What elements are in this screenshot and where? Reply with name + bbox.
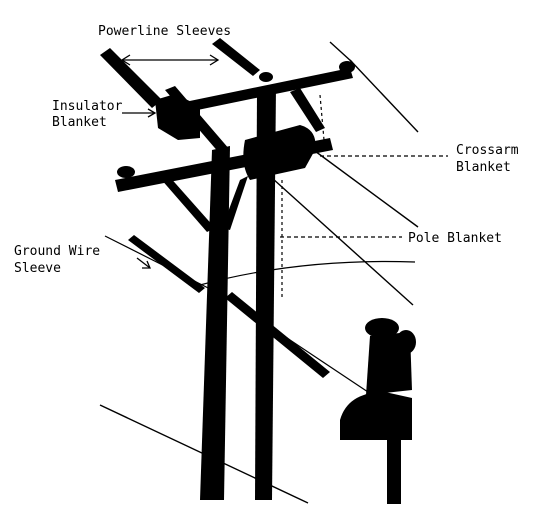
label-crossarm-blanket-line2: Blanket <box>456 160 511 175</box>
insulator-blanket <box>155 94 200 140</box>
ground-wire-sleeve <box>128 235 205 293</box>
bucket <box>340 392 412 440</box>
ground-wire-sleeve-arrow <box>136 257 151 269</box>
label-ground-wire-sleeve-line2: Sleeve <box>14 261 61 276</box>
wire-top-right-1 <box>349 59 419 133</box>
wire-sagging-span <box>199 260 416 286</box>
label-insulator-blanket-line1: Insulator <box>52 99 123 114</box>
lower-brace-left <box>160 175 215 232</box>
pole-left <box>200 146 230 500</box>
pole-blanket-ties <box>281 94 325 300</box>
leader-lines <box>120 54 448 269</box>
wire-pole-to-right <box>271 177 414 306</box>
insulator-lower-left <box>117 166 135 178</box>
lineman-bucket <box>340 318 416 504</box>
label-crossarm-blanket-line1: Crossarm <box>456 143 519 158</box>
label-ground-wire-sleeve-line1: Ground Wire <box>14 244 101 259</box>
powerline-sleeve-right <box>212 38 260 76</box>
label-pole-blanket: Pole Blanket <box>408 231 502 246</box>
poles <box>200 86 276 500</box>
pole-right <box>255 86 276 500</box>
lineman-arm-right <box>396 330 416 354</box>
guy-wire-sleeve <box>225 292 330 378</box>
wire-top-right-2 <box>329 41 353 63</box>
insulator-top-right <box>339 61 355 73</box>
label-powerline-sleeves: Powerline Sleeves <box>98 24 232 39</box>
insulator-top-middle <box>259 72 273 82</box>
powerline-sleeve-left <box>100 48 162 108</box>
bucket-boom <box>387 440 401 504</box>
ground-wire <box>104 235 330 378</box>
lineman-helmet <box>365 318 399 338</box>
crossarm-blanket <box>243 125 316 180</box>
powerline-sleeves <box>100 38 260 108</box>
label-insulator-blanket-line2: Blanket <box>52 115 107 130</box>
upper-crossarm-brace-right <box>290 88 325 132</box>
wire-crossarm-to-right <box>299 139 419 228</box>
